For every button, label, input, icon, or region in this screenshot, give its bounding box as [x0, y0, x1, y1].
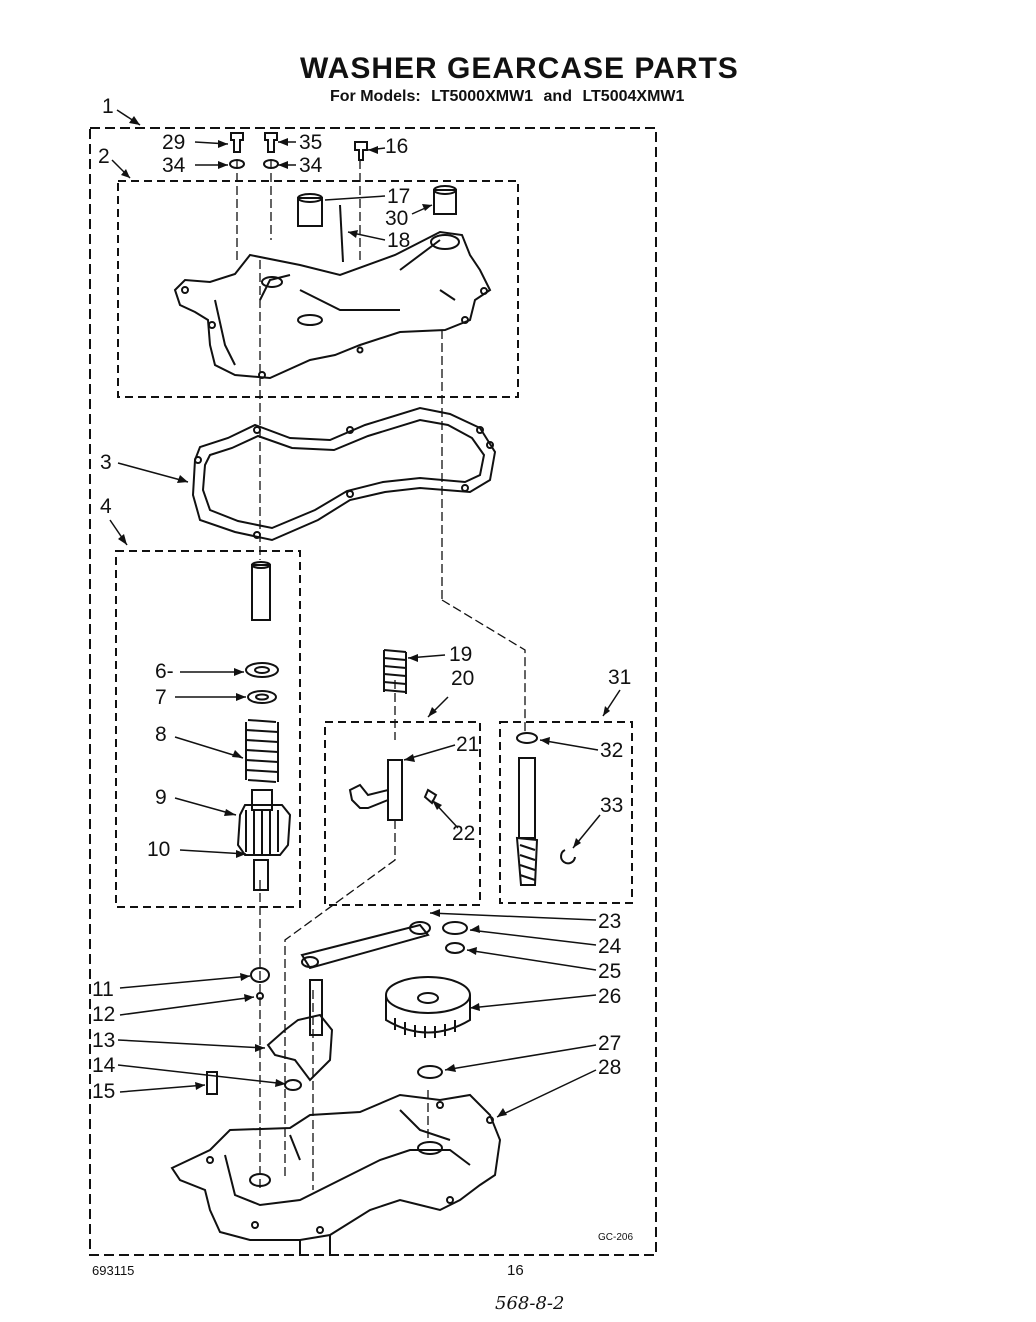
assembly-box-2 [117, 180, 519, 398]
callout-20: 20 [451, 667, 475, 690]
callout-23: 23 [598, 910, 622, 933]
callout-30: 30 [385, 207, 409, 230]
callout-17: 17 [387, 185, 411, 208]
callout-27: 27 [598, 1032, 622, 1055]
callout-29: 29 [162, 131, 186, 154]
callout-9: 9 [155, 786, 167, 809]
assembly-box-4 [115, 550, 301, 908]
gearcase-base [170, 1093, 502, 1241]
callout-2: 2 [98, 145, 110, 168]
models-conjunction: and [543, 88, 572, 105]
callout-10: 10 [147, 838, 171, 861]
callout-28: 28 [598, 1056, 622, 1079]
callout-33: 33 [600, 794, 624, 817]
callout-32: 32 [600, 739, 624, 762]
callout-1: 1 [102, 95, 114, 118]
page-title: WASHER GEARCASE PARTS [300, 52, 739, 85]
callout-11: 11 [92, 978, 114, 1001]
page-number: 16 [507, 1262, 524, 1279]
callout-22: 22 [452, 822, 476, 845]
callout-12: 12 [92, 1003, 116, 1026]
assembly-box-31 [499, 721, 633, 904]
callout-19: 19 [449, 643, 473, 666]
callout-35: 35 [299, 131, 323, 154]
callout-6: 6- [155, 660, 174, 683]
callout-14: 14 [92, 1054, 116, 1077]
gearcase-cover [173, 230, 492, 380]
model-1: LT5000XMW1 [431, 88, 534, 105]
callout-15: 15 [92, 1080, 116, 1103]
callout-34-right: 34 [299, 154, 323, 177]
callout-16: 16 [385, 135, 409, 158]
part-number: 693115 [92, 1263, 135, 1278]
callout-25: 25 [598, 960, 622, 983]
callout-4: 4 [100, 495, 112, 518]
callout-31: 31 [608, 666, 632, 689]
models-prefix: For Models: [330, 88, 421, 105]
callout-21: 21 [456, 733, 480, 756]
callout-26: 26 [598, 985, 622, 1008]
callout-7: 7 [155, 686, 167, 709]
callout-8: 8 [155, 723, 167, 746]
callout-18: 18 [387, 229, 411, 252]
callout-13: 13 [92, 1029, 116, 1052]
callout-34-left: 34 [162, 154, 186, 177]
callout-24: 24 [598, 935, 622, 958]
drawing-code: GC-206 [598, 1232, 634, 1243]
assembly-box-1 [89, 127, 657, 1256]
handwritten-note: 568-8-2 [495, 1293, 565, 1314]
model-2: LT5004XMW1 [582, 88, 685, 105]
models-subtitle: For Models: LT5000XMW1 and LT5004XMW1 [330, 88, 690, 106]
callout-3: 3 [100, 451, 112, 474]
